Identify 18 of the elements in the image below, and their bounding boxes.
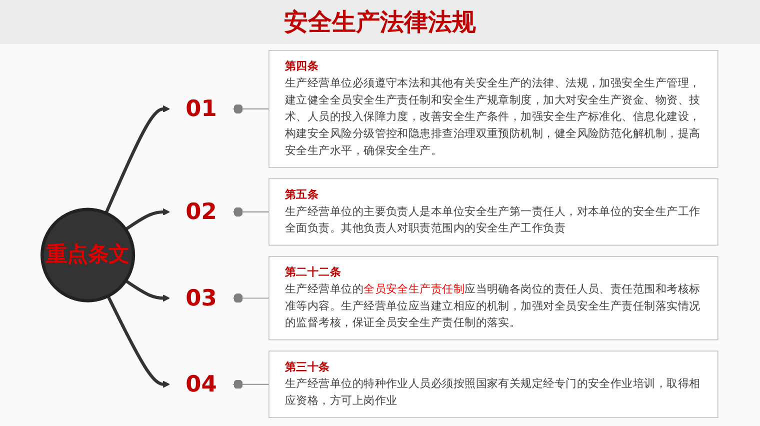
connector	[232, 104, 270, 114]
arrow	[124, 208, 170, 231]
connector	[232, 293, 270, 303]
node-text: 04	[186, 370, 217, 398]
node-box: 第二十二条 生产经营单位的全员安全生产责任制应当明确各岗位的责任人员、责任范围和考核标准等内容。生产经营单位应当建立相应的机制，加强对全员安全生产责任制落实情况的监督考核，保证全员安全生产责任制的落实。	[268, 256, 718, 340]
node-box: 第四条 生产经营单位必须遵守本法和其他有关安全生产的法律、法规，加强安全生产管理，建立健全全员安全生产责任制和安全生产规章制度，加大对安全生产资金、物资、技术、人员的投入保障力度，改善安全生产条件，加强安全生产标准化、信息化建设，构建安全风险分级管控和隐患排查治理双重预防机制，健全风险防范化解机制，提高安全生产水平，确保安全生产。	[268, 50, 718, 168]
arrow	[104, 105, 170, 214]
connector	[232, 207, 270, 217]
node-box: 第五条 生产经营单位的主要负责人是本单位安全生产第一责任人，对本单位的安全生产工作全面负责。其他负责人对职责范围内的安全生产工作负责	[268, 178, 718, 246]
node-text: 03	[186, 284, 217, 311]
node-text: 02	[186, 198, 217, 225]
connector	[232, 379, 270, 390]
node-text: 01	[186, 95, 217, 122]
node-circle: 重点条文	[40, 208, 136, 302]
node-box: 第三十条 生产经营单位的特种作业人员必须按照国家有关规定经专门的安全作业培训，取得相应资格，方可上岗作业	[268, 350, 718, 418]
title: 安全生产法律法规	[0, 0, 760, 44]
arrow	[124, 279, 170, 302]
arrow	[106, 295, 170, 388]
